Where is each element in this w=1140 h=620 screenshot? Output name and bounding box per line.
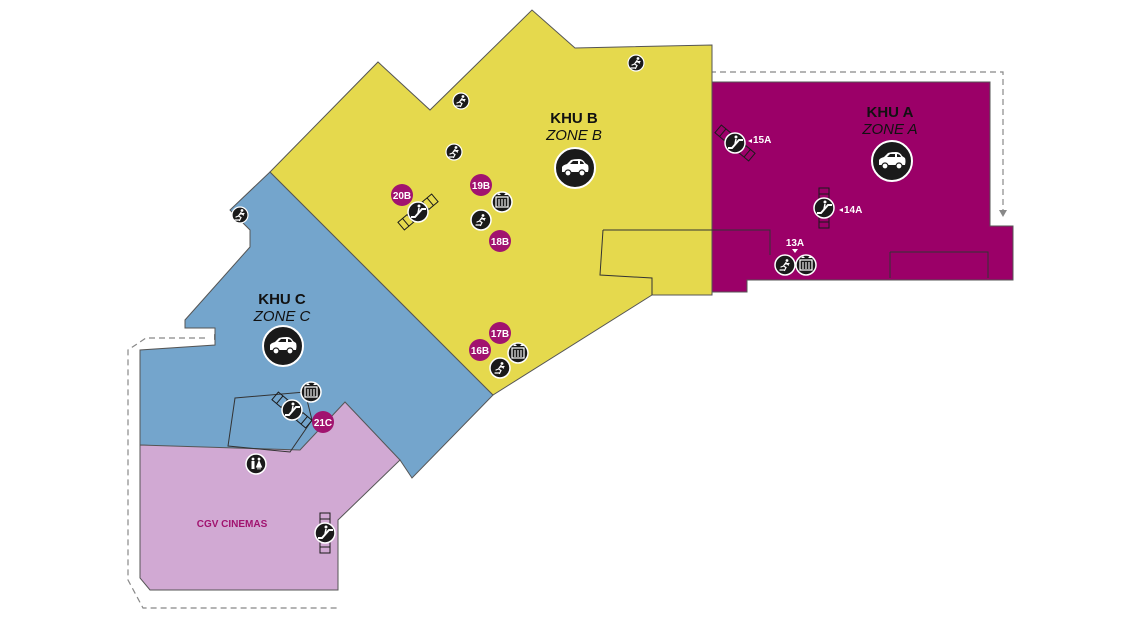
exit-icon[interactable] [627,54,645,72]
cinema-label: CGV CINEMAS [197,519,268,530]
elevator-icon[interactable] [491,191,513,213]
svg-text:18B: 18B [491,237,509,248]
svg-text:17B: 17B [491,329,509,340]
tag-19b[interactable]: 19B [470,174,492,196]
escalator-icon[interactable] [407,201,429,223]
tag-18b[interactable]: 18B [489,230,511,252]
svg-text:19B: 19B [472,181,490,192]
route-dashed [127,71,1004,609]
svg-text:20B: 20B [393,191,411,202]
route-arrow [999,210,1007,217]
exit-icon[interactable] [231,206,249,224]
zone-c-title: KHU C [258,291,306,308]
escalator-icon[interactable] [314,522,336,544]
tag-21c[interactable]: 21C [312,411,334,433]
tag-16b[interactable]: 16B [469,339,491,361]
escalator-icon[interactable] [281,399,303,421]
zone-b-subtitle: ZONE B [545,127,602,144]
exit-icon[interactable] [774,254,796,276]
label-14a: 14A [844,205,862,216]
restroom-icon[interactable] [245,453,267,475]
zone-a-subtitle: ZONE A [861,121,917,138]
zone-c-area[interactable] [139,171,494,479]
exit-icon[interactable] [445,143,463,161]
elevator-icon[interactable] [795,254,817,276]
tag-20b[interactable]: 20B [391,184,413,206]
exit-icon[interactable] [489,357,511,379]
car-icon[interactable] [554,147,596,189]
label-15a: 15A [753,135,771,146]
tag-17b[interactable]: 17B [489,322,511,344]
escalator-icon[interactable] [813,197,835,219]
arrow-down-icon [792,249,798,253]
zone-b-area[interactable] [269,9,713,396]
svg-text:16B: 16B [471,346,489,357]
zone-a-title: KHU A [867,104,914,121]
label-13a: 13A [786,238,804,249]
zone-a-area[interactable] [711,81,1014,293]
arrow-left-icon [839,208,843,212]
escalator-icon[interactable] [724,132,746,154]
inner-outline [227,229,989,453]
exit-icon[interactable] [470,209,492,231]
svg-text:21C: 21C [314,418,332,429]
car-icon[interactable] [871,140,913,182]
elevator-icon[interactable] [507,342,529,364]
exit-icon[interactable] [452,92,470,110]
arrow-left-icon [748,139,752,143]
zone-b-title: KHU B [550,110,598,127]
car-icon[interactable] [262,325,304,367]
zone-c-subtitle: ZONE C [253,308,311,325]
cinema-area[interactable] [139,401,401,591]
elevator-icon[interactable] [300,381,322,403]
